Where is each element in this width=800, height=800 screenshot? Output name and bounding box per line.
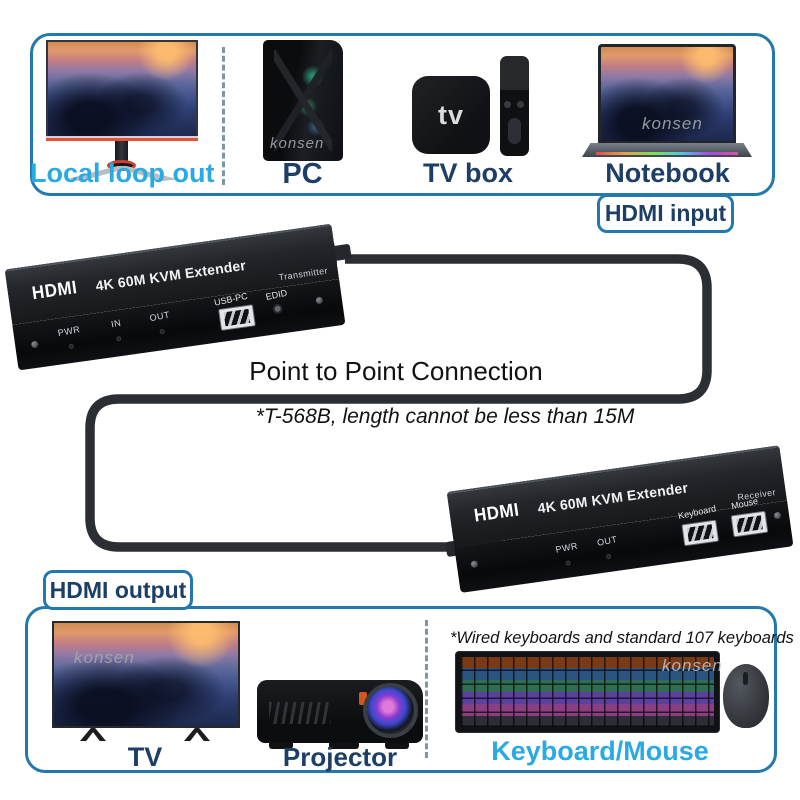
monitor-image bbox=[46, 40, 198, 181]
cable-path bbox=[85, 254, 712, 552]
pwr-label: PWR bbox=[56, 324, 81, 339]
notebook-label: Notebook bbox=[605, 158, 730, 188]
tv-box-image: tv bbox=[412, 76, 490, 154]
mouse-image bbox=[723, 664, 769, 728]
transmitter-title: 4K 60M KVM Extender bbox=[94, 256, 247, 294]
keyboard-port bbox=[681, 519, 720, 547]
monitor-screen bbox=[46, 40, 198, 138]
in-led bbox=[115, 335, 122, 342]
tv-glyph: tv bbox=[437, 99, 464, 130]
tv-box-label: TV box bbox=[422, 158, 513, 188]
out-led bbox=[159, 328, 166, 335]
wired-keyboard-note: *Wired keyboards and standard 107 keyboa… bbox=[450, 629, 794, 647]
connection-title: Point to Point Connection bbox=[249, 356, 543, 386]
mouse-port bbox=[730, 510, 769, 538]
pwr-led bbox=[68, 343, 75, 350]
konsen-watermark: konsen bbox=[662, 656, 723, 675]
konsen-watermark: konsen bbox=[74, 648, 135, 667]
out-led bbox=[605, 553, 612, 560]
screw-icon bbox=[315, 296, 324, 305]
pc-label: PC bbox=[282, 158, 323, 190]
konsen-watermark: konsen bbox=[642, 114, 703, 133]
projector-label: Projector bbox=[282, 742, 398, 772]
screw-icon bbox=[30, 340, 39, 349]
out-label: OUT bbox=[596, 534, 619, 548]
konsen-watermark: konsen bbox=[270, 135, 325, 152]
edid-label: EDID bbox=[264, 287, 289, 302]
screw-icon bbox=[773, 511, 782, 520]
pc-tower-image bbox=[263, 40, 343, 161]
tv-image bbox=[52, 621, 240, 743]
projector-lens bbox=[363, 683, 418, 738]
keyboard-image bbox=[455, 651, 720, 733]
projector-image bbox=[257, 680, 423, 749]
hdmi-output-tab: HDMI output bbox=[43, 570, 193, 610]
tv-label: TV bbox=[127, 742, 163, 772]
screw-icon bbox=[470, 560, 479, 569]
tv-screen bbox=[52, 621, 240, 728]
receiver-title: 4K 60M KVM Extender bbox=[536, 479, 689, 517]
connection-note: *T-568B, length cannot be less than 15M bbox=[255, 405, 635, 428]
panel-divider bbox=[425, 620, 428, 758]
transmitter-role-label: Transmitter bbox=[278, 265, 329, 283]
local-loop-out-label: Local loop out bbox=[30, 158, 215, 188]
out-label: OUT bbox=[148, 309, 171, 324]
edid-button bbox=[271, 303, 284, 315]
in-label: IN bbox=[110, 317, 122, 330]
notebook-screen bbox=[598, 44, 736, 144]
keyboard-mouse-label: Keyboard/Mouse bbox=[491, 736, 709, 766]
pwr-label: PWR bbox=[554, 540, 579, 555]
panel-divider bbox=[222, 47, 225, 185]
hdmi-input-tab: HDMI input bbox=[597, 194, 734, 233]
hdmi-logo: HDMI bbox=[472, 499, 521, 526]
hdmi-logo: HDMI bbox=[30, 276, 79, 304]
notebook-image bbox=[582, 44, 752, 162]
remote-image bbox=[500, 56, 529, 156]
pwr-led bbox=[565, 560, 571, 566]
usb-pc-port bbox=[218, 304, 256, 331]
